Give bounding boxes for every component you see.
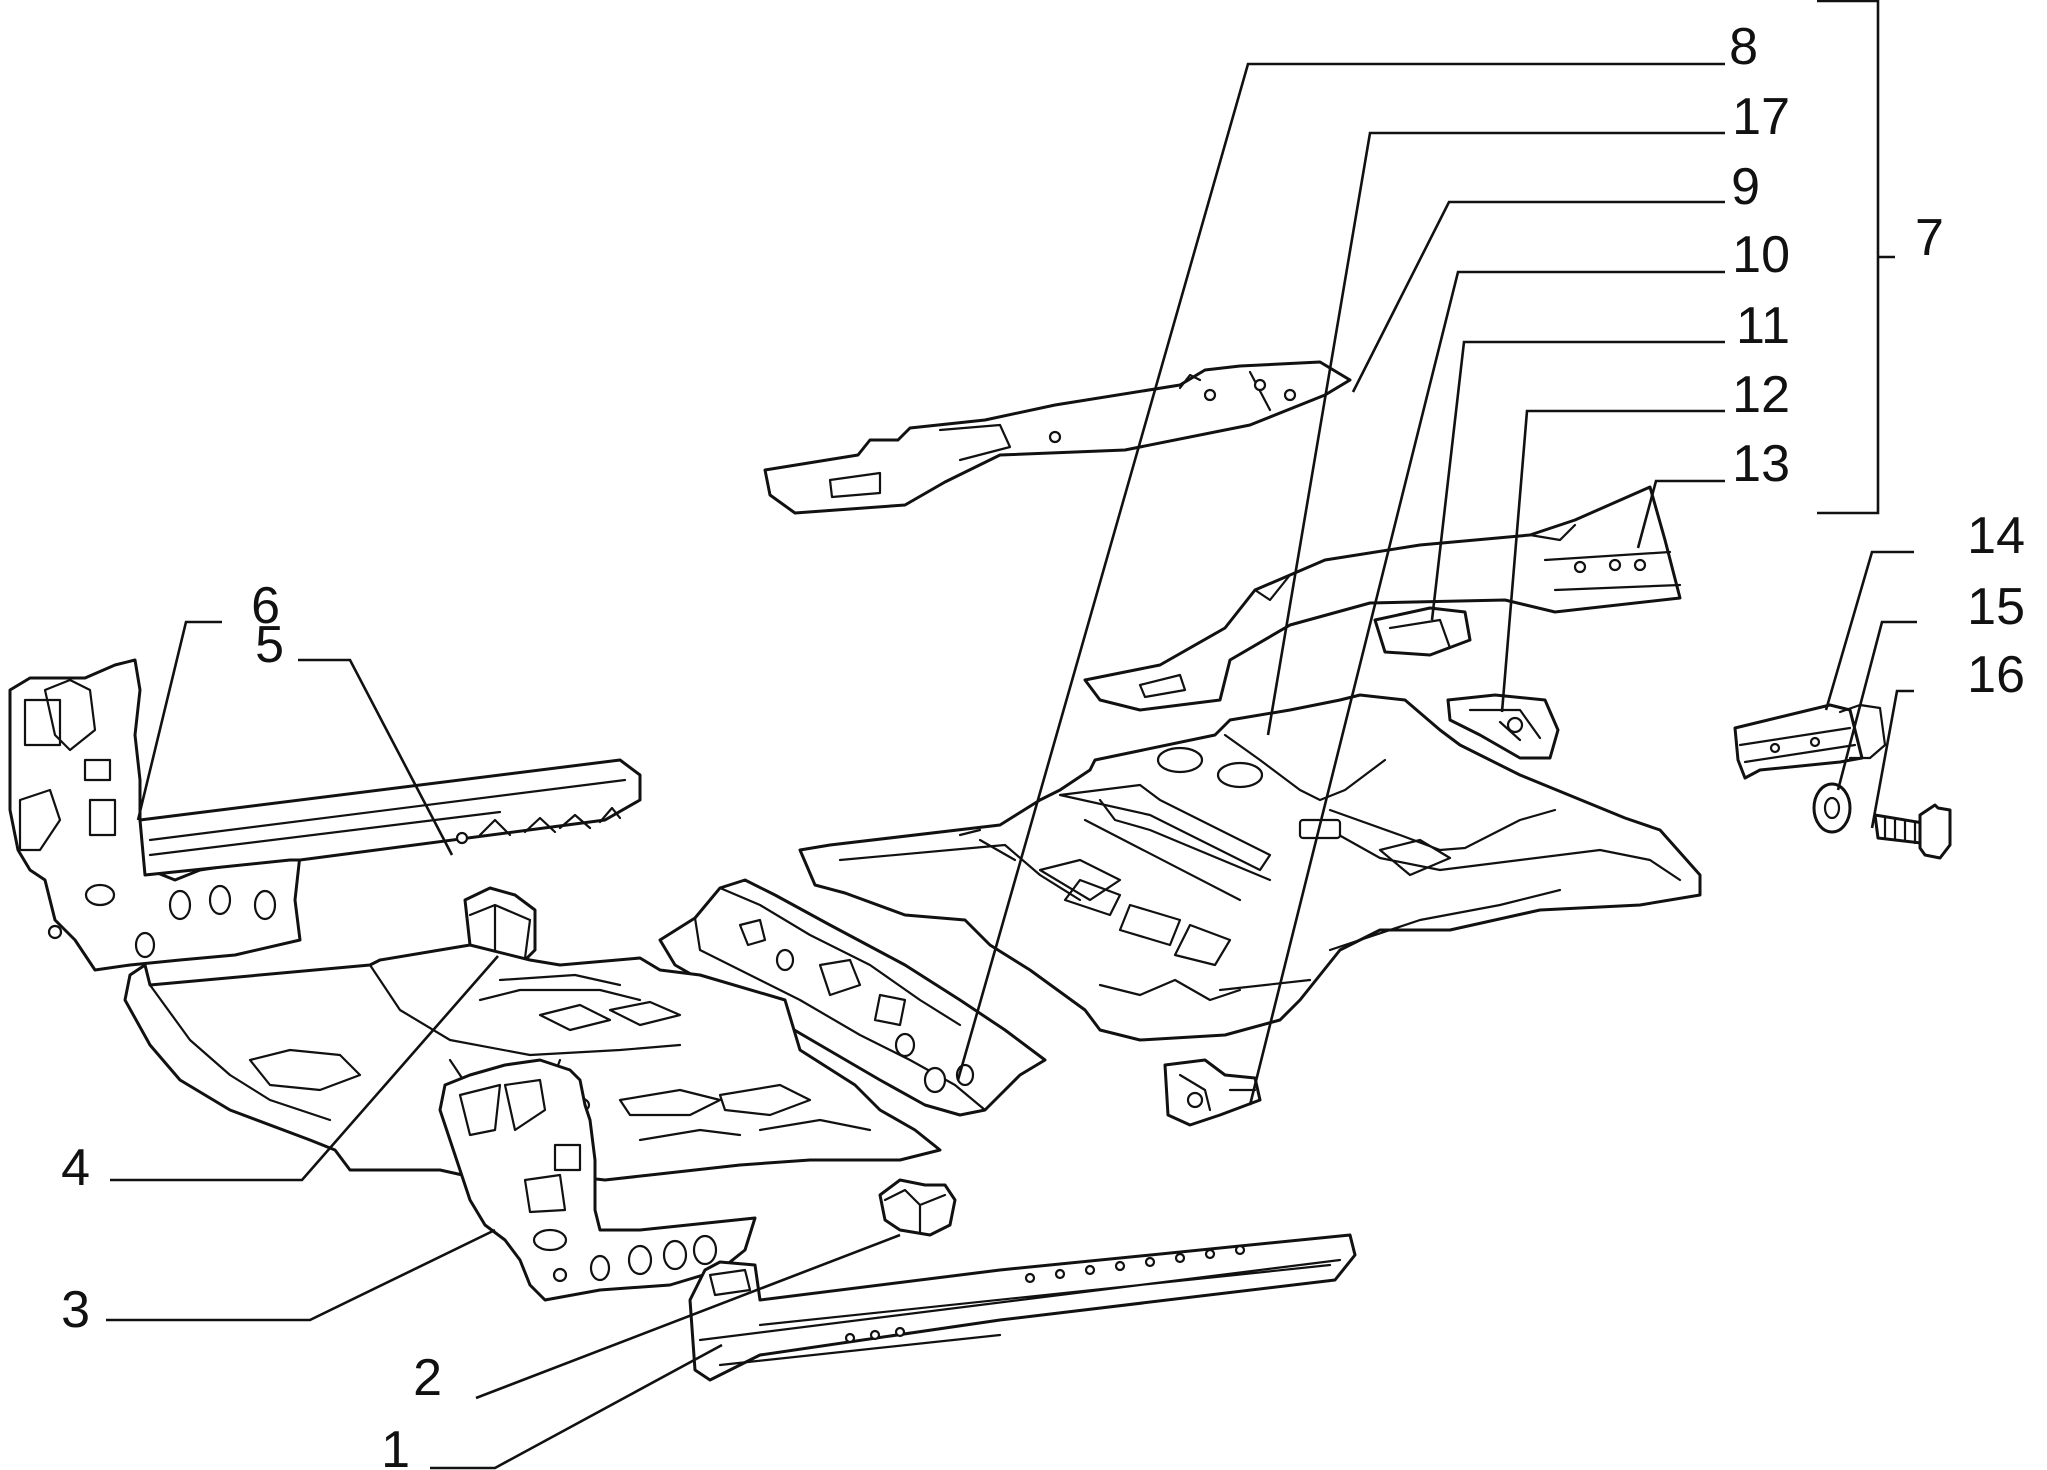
part-12-bracket [1446, 693, 1560, 760]
part-16-bolt [1873, 803, 1952, 860]
label-13: 13 [1732, 435, 1790, 493]
label-15: 15 [1967, 578, 2025, 636]
label-9: 9 [1731, 158, 1760, 216]
part-15-washer [1812, 782, 1852, 834]
part-17-rear-floor [798, 693, 1702, 1042]
part-14-bracket [1733, 703, 1887, 780]
label-17: 17 [1732, 88, 1790, 146]
part-6-front-pillar-left [8, 658, 302, 972]
part-2-mount-block [878, 1178, 957, 1237]
label-12: 12 [1732, 366, 1790, 424]
label-3: 3 [61, 1281, 90, 1339]
part-13-rear-crossmember [1083, 485, 1682, 712]
part-5-sill-reinforcement [138, 758, 642, 877]
label-4: 4 [61, 1139, 90, 1197]
part-3-front-pillar-right [438, 1058, 757, 1302]
label-5: 5 [255, 616, 284, 674]
part-10-bracket [1163, 1058, 1262, 1127]
part-9-upper-crossmember [763, 360, 1352, 515]
label-6: 6 [251, 577, 280, 635]
label-11: 11 [1736, 297, 1790, 355]
part-11-bracket [1373, 606, 1472, 657]
label-14: 14 [1967, 507, 2025, 565]
leader-lines [106, 0, 1917, 1470]
label-7: 7 [1915, 209, 1944, 267]
label-16: 16 [1967, 646, 2025, 704]
part-1-sill [688, 1233, 1357, 1382]
label-1: 1 [381, 1421, 410, 1470]
label-10: 10 [1732, 226, 1790, 284]
label-2: 2 [413, 1349, 442, 1407]
label-8: 8 [1729, 18, 1758, 76]
